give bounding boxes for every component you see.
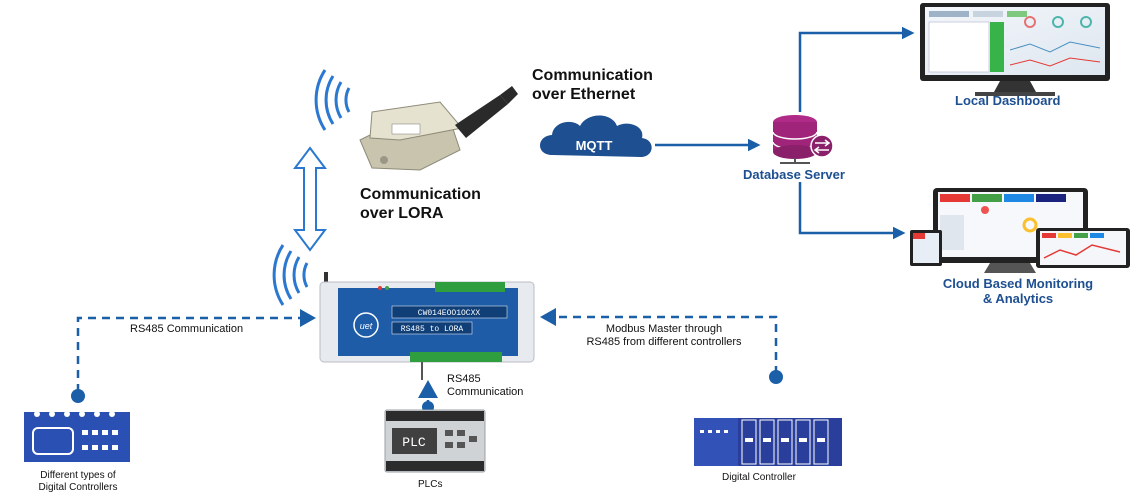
rs485-lora-module: uet CW014EOO1OCXX RS485 to LORA [319,272,535,363]
mqtt-label: MQTT [576,138,613,153]
database-server-icon [772,115,834,164]
gateway-model-text: CW014EOO1OCXX [418,309,481,318]
svg-text:uet: uet [360,321,373,331]
digital-controller-rack-icon [694,418,842,466]
bidirectional-arrow-icon [293,146,327,252]
mqtt-cloud-icon: MQTT [540,115,652,157]
digital-controllers-icon [24,411,130,462]
local-dashboard-monitor-icon [920,3,1110,96]
plcs-label: PLCs [418,479,443,490]
wireless-signal-top-icon [314,69,351,131]
plc-device-icon: PLC [384,409,486,473]
modbus-link [540,308,783,384]
plc-screen-text: PLC [402,435,426,450]
wireless-signal-bottom-icon [272,244,309,306]
gateway-function-text: RS485 to LORA [401,325,464,334]
rs485-bottom-link [418,362,438,413]
local-dashboard-label: Local Dashboard [955,93,1061,108]
database-server-label: Database Server [743,167,845,182]
digital-controller-label: Digital Controller [722,472,796,483]
rs485-left-label: RS485 Communication [130,323,244,335]
lora-gateway-device [359,86,518,171]
cloud-monitoring-devices-icon [910,188,1130,273]
cloud-monitoring-label: Cloud Based Monitoring& Analytics [942,276,1094,306]
rs485-left-link [71,309,316,403]
